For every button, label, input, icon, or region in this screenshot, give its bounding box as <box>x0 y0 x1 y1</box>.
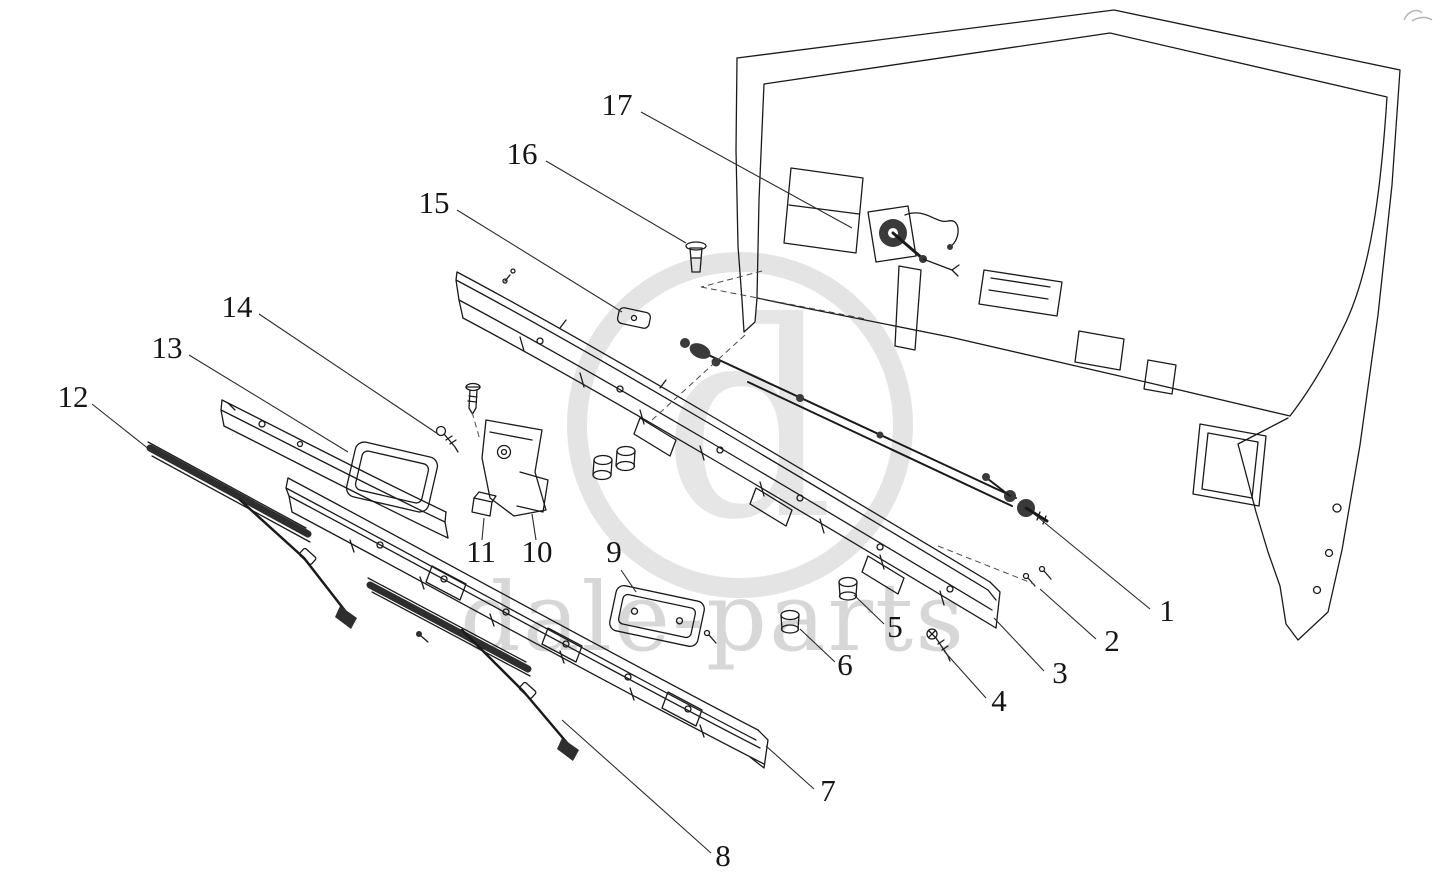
clip-11 <box>471 491 497 517</box>
leader-line-10 <box>531 513 537 541</box>
projection-lines <box>471 270 1035 585</box>
panel-holes <box>376 541 692 713</box>
callout-label-1: 1 <box>1159 593 1175 628</box>
screws-2 <box>1022 565 1052 587</box>
callout-label-3: 3 <box>1052 655 1068 690</box>
watermark-text: dale-parts <box>460 563 966 673</box>
windshield-aperture <box>756 32 1388 417</box>
watermark-ring <box>567 252 913 598</box>
wiper-blade-upper <box>146 441 312 543</box>
leader-line-17 <box>640 111 853 229</box>
leader-line-9 <box>620 569 637 593</box>
leader-line-7 <box>765 745 815 790</box>
watermark: d dale-parts <box>460 252 966 673</box>
plate-9 <box>609 584 705 648</box>
wiper-linkage <box>680 338 1049 525</box>
pin-16 <box>685 241 707 273</box>
screw-4 <box>926 628 951 662</box>
leader-line-14 <box>258 313 439 435</box>
callout-label-17: 17 <box>602 87 633 122</box>
callout-label-5: 5 <box>887 609 903 644</box>
cowl-panel-upper <box>455 268 1001 629</box>
leader-line-8 <box>561 719 712 854</box>
callout-label-15: 15 <box>419 185 450 220</box>
cab-left-pillar <box>735 57 758 333</box>
blade-clip <box>416 631 429 643</box>
clip-15 <box>616 307 652 329</box>
callout-label-6: 6 <box>837 647 853 682</box>
callout-label-7: 7 <box>820 773 836 808</box>
leader-line-12 <box>91 403 151 451</box>
wiper-arm-upper <box>238 498 357 629</box>
cab-interior-details <box>783 167 1342 595</box>
leader-line-16 <box>545 160 687 244</box>
leader-line-3 <box>993 617 1045 672</box>
screw-near-9 <box>703 629 717 644</box>
callout-label-10: 10 <box>522 534 553 569</box>
bushing-pair <box>592 445 636 481</box>
callout-label-16: 16 <box>507 136 538 171</box>
callout-label-4: 4 <box>991 683 1007 718</box>
wiper-arm-lower <box>460 628 579 761</box>
leader-line-15 <box>456 209 623 313</box>
leader-line-13 <box>188 354 349 453</box>
callout-label-9: 9 <box>606 534 622 569</box>
panel-ticks <box>519 336 945 606</box>
panel-holes <box>536 337 954 593</box>
watermark-glyph: d <box>662 264 835 579</box>
callout-label-11: 11 <box>466 534 496 569</box>
leader-line-4 <box>943 650 987 699</box>
bracket-10 <box>481 419 549 517</box>
callout-label-14: 14 <box>222 289 254 324</box>
cowl-panel-lower <box>285 477 769 769</box>
callout-label-12: 12 <box>58 379 89 414</box>
panel-reinforcement-plate <box>345 441 439 513</box>
leader-line-2 <box>1039 588 1097 640</box>
leader-line-5 <box>853 594 885 625</box>
cowl-panel-left <box>220 399 449 539</box>
screw-14 <box>435 382 481 453</box>
grommet-6 <box>780 609 800 634</box>
bushing-5 <box>838 576 858 601</box>
callout-label-2: 2 <box>1104 623 1120 658</box>
leader-lines <box>91 111 1151 854</box>
callout-label-8: 8 <box>715 838 731 873</box>
leader-line-1 <box>1033 513 1151 610</box>
wiper-blade-lower <box>366 577 532 677</box>
corner-logo-icon <box>1403 9 1433 22</box>
line-art <box>146 9 1401 769</box>
leader-line-6 <box>799 628 836 663</box>
leader-line-11 <box>481 517 485 541</box>
callout-label-13: 13 <box>152 330 183 365</box>
cab-outer-outline <box>736 9 1401 641</box>
wiper-motor <box>867 205 960 351</box>
cab-body <box>735 9 1401 641</box>
